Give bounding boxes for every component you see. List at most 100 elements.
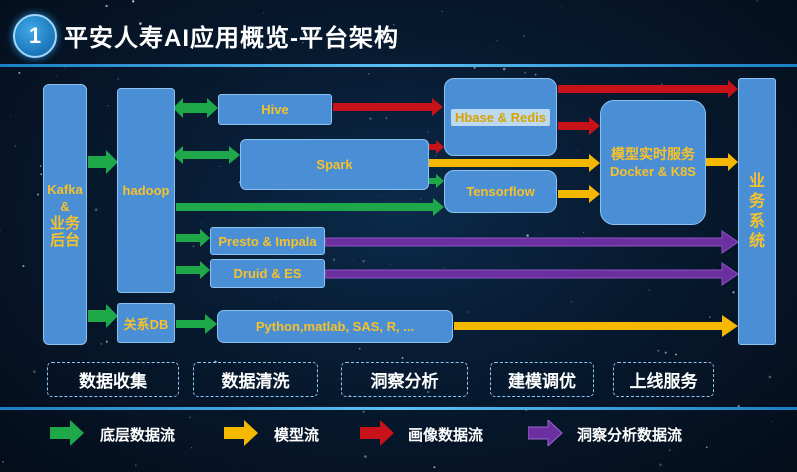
star bbox=[269, 48, 272, 51]
star bbox=[364, 455, 367, 458]
arrow-hadoop-to-druid bbox=[176, 261, 210, 279]
star bbox=[390, 264, 392, 266]
arrow-hbase-to-model bbox=[558, 117, 600, 135]
star bbox=[299, 434, 303, 437]
node-python-matlab-sas-r: Python,matlab, SAS, R, ... bbox=[217, 310, 453, 343]
star bbox=[94, 208, 98, 212]
star bbox=[107, 104, 110, 107]
kafka-label-line-3: 业务 bbox=[49, 214, 80, 232]
presto-label: Presto & Impala bbox=[218, 233, 317, 249]
star bbox=[201, 223, 203, 225]
arrow-druid-to-business bbox=[324, 262, 739, 286]
star bbox=[496, 40, 499, 42]
stage-data-cleaning: 数据清洗 bbox=[193, 362, 318, 397]
star bbox=[0, 229, 1, 231]
star bbox=[333, 258, 336, 261]
star bbox=[10, 115, 12, 117]
star bbox=[22, 265, 25, 268]
star bbox=[561, 6, 562, 8]
arrow-model-to-business bbox=[706, 153, 738, 171]
node-presto-impala: Presto & Impala bbox=[210, 227, 325, 255]
star bbox=[570, 301, 572, 303]
star bbox=[61, 415, 62, 417]
druid-label: Druid & ES bbox=[233, 266, 302, 281]
arrow-hadoop-to-tensorflow bbox=[176, 198, 444, 216]
star bbox=[316, 133, 318, 135]
star bbox=[732, 291, 735, 294]
star bbox=[362, 259, 365, 263]
star bbox=[420, 444, 422, 446]
star bbox=[189, 416, 192, 419]
star bbox=[234, 470, 236, 472]
star bbox=[219, 165, 221, 168]
legend-label-insight-data-flow: 洞察分析数据流 bbox=[577, 427, 683, 444]
star bbox=[135, 464, 137, 466]
node-business-system: 业 务 系 统 bbox=[738, 78, 776, 345]
title-divider bbox=[0, 64, 797, 67]
spark-label: Spark bbox=[316, 157, 353, 172]
arrow-presto-to-business bbox=[324, 230, 739, 254]
tensorflow-label: Tensorflow bbox=[466, 184, 535, 199]
star bbox=[526, 234, 529, 237]
star bbox=[369, 117, 372, 120]
business-label-char-3: 系 bbox=[748, 212, 765, 230]
star bbox=[131, 0, 135, 3]
star bbox=[493, 46, 495, 48]
star bbox=[191, 447, 193, 449]
stage-model-tuning: 建模调优 bbox=[490, 362, 594, 397]
stage-data-collection: 数据收集 bbox=[47, 362, 179, 397]
star bbox=[385, 117, 388, 120]
star bbox=[263, 12, 264, 14]
star bbox=[771, 421, 773, 423]
legend-green-arrow-icon bbox=[50, 420, 84, 446]
section-number-badge: 1 bbox=[13, 14, 57, 58]
legend-red-arrow-icon bbox=[360, 420, 394, 446]
star bbox=[36, 193, 40, 196]
arrow-kafka-to-hadoop bbox=[88, 150, 118, 174]
legend-divider bbox=[0, 407, 797, 410]
star bbox=[577, 150, 579, 152]
star bbox=[709, 316, 711, 318]
star bbox=[661, 83, 663, 85]
star bbox=[433, 466, 436, 469]
star bbox=[367, 73, 370, 75]
star bbox=[105, 340, 108, 343]
star bbox=[737, 404, 740, 408]
node-model-realtime-service: 模型实时服务 Docker & K8S bbox=[600, 100, 706, 225]
model-service-label-line-2: Docker & K8S bbox=[610, 163, 696, 179]
model-service-label-line-1: 模型实时服务 bbox=[611, 145, 695, 162]
db-label: 关系DB bbox=[123, 316, 169, 332]
star bbox=[668, 449, 671, 451]
star bbox=[426, 390, 430, 394]
star bbox=[55, 75, 57, 77]
hadoop-label: hadoop bbox=[122, 183, 170, 198]
arrow-hadoop-spark-bidirectional bbox=[173, 146, 240, 164]
business-label-char-4: 统 bbox=[748, 232, 765, 250]
star bbox=[134, 17, 135, 19]
node-hadoop: hadoop bbox=[117, 88, 175, 293]
star bbox=[706, 446, 708, 449]
legend-label-base-data-flow: 底层数据流 bbox=[100, 427, 176, 444]
star bbox=[524, 71, 527, 74]
business-label-char-2: 务 bbox=[748, 192, 765, 210]
arrow-spark-to-model bbox=[429, 154, 600, 172]
arrow-kafka-to-db bbox=[88, 304, 118, 328]
legend-label-profile-data-flow: 画像数据流 bbox=[408, 427, 484, 444]
star bbox=[648, 289, 650, 291]
node-kafka-business-backend: Kafka & 业务 后台 bbox=[43, 84, 87, 345]
arrow-python-to-business bbox=[454, 315, 738, 337]
star bbox=[380, 195, 382, 197]
star bbox=[117, 78, 119, 80]
star bbox=[502, 67, 506, 71]
star bbox=[192, 245, 195, 248]
business-label-char-1: 业 bbox=[748, 172, 765, 190]
arrow-hbase-to-business bbox=[558, 80, 738, 98]
star bbox=[33, 370, 36, 374]
star bbox=[359, 348, 361, 350]
arrow-spark-to-hbase bbox=[429, 140, 444, 154]
star bbox=[441, 10, 443, 13]
star bbox=[401, 357, 404, 359]
star bbox=[302, 41, 304, 44]
star bbox=[657, 349, 660, 352]
star bbox=[105, 4, 108, 8]
